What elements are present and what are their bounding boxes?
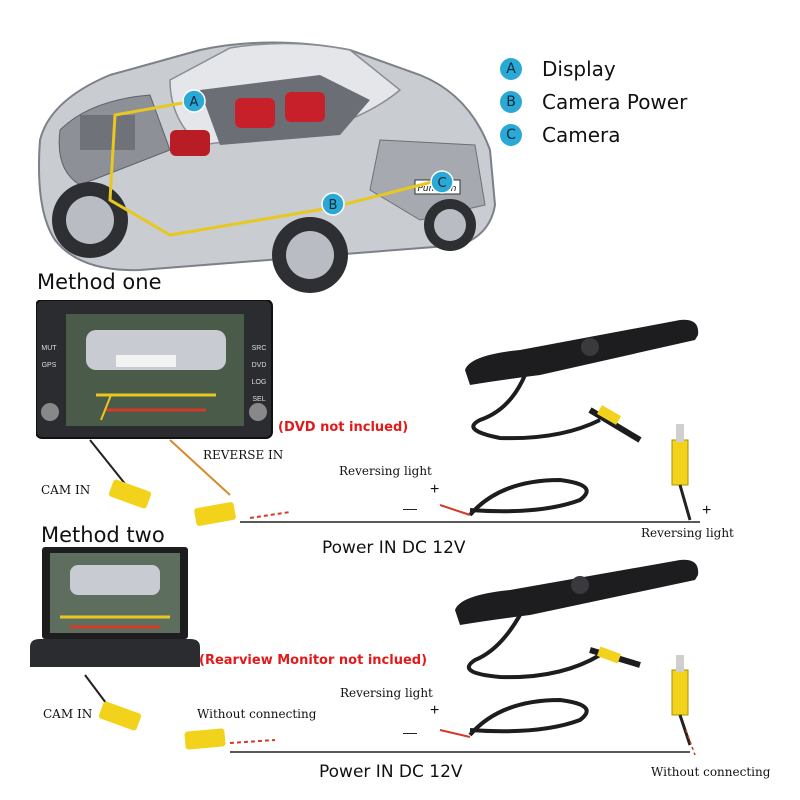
method-one-wiring	[89, 319, 700, 526]
car-cutaway-illustration: Pumpkin A B C	[38, 41, 497, 293]
legend-item-camera-power: B Camera Power	[500, 89, 687, 115]
legend-marker-c: C	[500, 124, 522, 146]
method-two-note: (Rearview Monitor not inclued)	[199, 653, 428, 668]
method-two-power: Power IN DC 12V	[319, 762, 463, 782]
dvd-button-mut[interactable]: MUT	[41, 345, 57, 352]
legend-label-display: Display	[542, 57, 616, 81]
method-one-reversing-light-right: Reversing light	[641, 526, 734, 540]
car-marker-c: C	[437, 176, 446, 191]
method-one-cam-in: CAM IN	[41, 483, 91, 497]
dvd-right-buttons: SRC DVD LOG SEL	[250, 340, 268, 408]
method-one-plus: +	[430, 481, 440, 498]
car-marker-a: A	[190, 95, 199, 110]
legend-marker-b: B	[500, 91, 522, 113]
dvd-head-unit	[36, 300, 273, 439]
legend-item-camera: C Camera	[500, 122, 621, 148]
dvd-button-src[interactable]: SRC	[251, 345, 267, 352]
method-one-reversing-light: Reversing light	[339, 464, 432, 478]
dvd-button-log[interactable]: LOG	[251, 379, 267, 386]
method-one-power: Power IN DC 12V	[322, 538, 466, 558]
dvd-button-dvd[interactable]: DVD	[251, 362, 267, 369]
legend-item-display: A Display	[500, 56, 616, 82]
method-two-plus: +	[430, 702, 440, 719]
method-two-title: Method two	[41, 523, 165, 547]
method-two-cam-in: CAM IN	[43, 707, 93, 721]
method-two-reversing-light: Reversing light	[340, 686, 433, 700]
method-one-minus: —	[403, 500, 417, 516]
method-two-without-connecting: Without connecting	[197, 707, 317, 721]
car-marker-b: B	[329, 198, 338, 213]
method-one-reverse-in: REVERSE IN	[203, 448, 284, 462]
legend-label-camera: Camera	[542, 123, 621, 147]
method-two-wiring	[84, 559, 699, 756]
rearview-monitor	[30, 547, 200, 667]
method-one-note: (DVD not inclued)	[278, 420, 409, 435]
method-one-plus-right: +	[702, 502, 712, 519]
method-one-title: Method one	[37, 270, 162, 294]
method-two-without-connecting-right: Without connecting	[651, 765, 771, 779]
dvd-button-sel[interactable]: SEL	[252, 396, 266, 403]
legend-label-camera-power: Camera Power	[542, 90, 688, 114]
dvd-button-gps[interactable]: GPS	[41, 362, 57, 369]
dvd-left-buttons: MUT GPS	[40, 340, 58, 374]
method-two-minus: —	[403, 724, 417, 740]
legend-marker-a: A	[500, 58, 522, 80]
